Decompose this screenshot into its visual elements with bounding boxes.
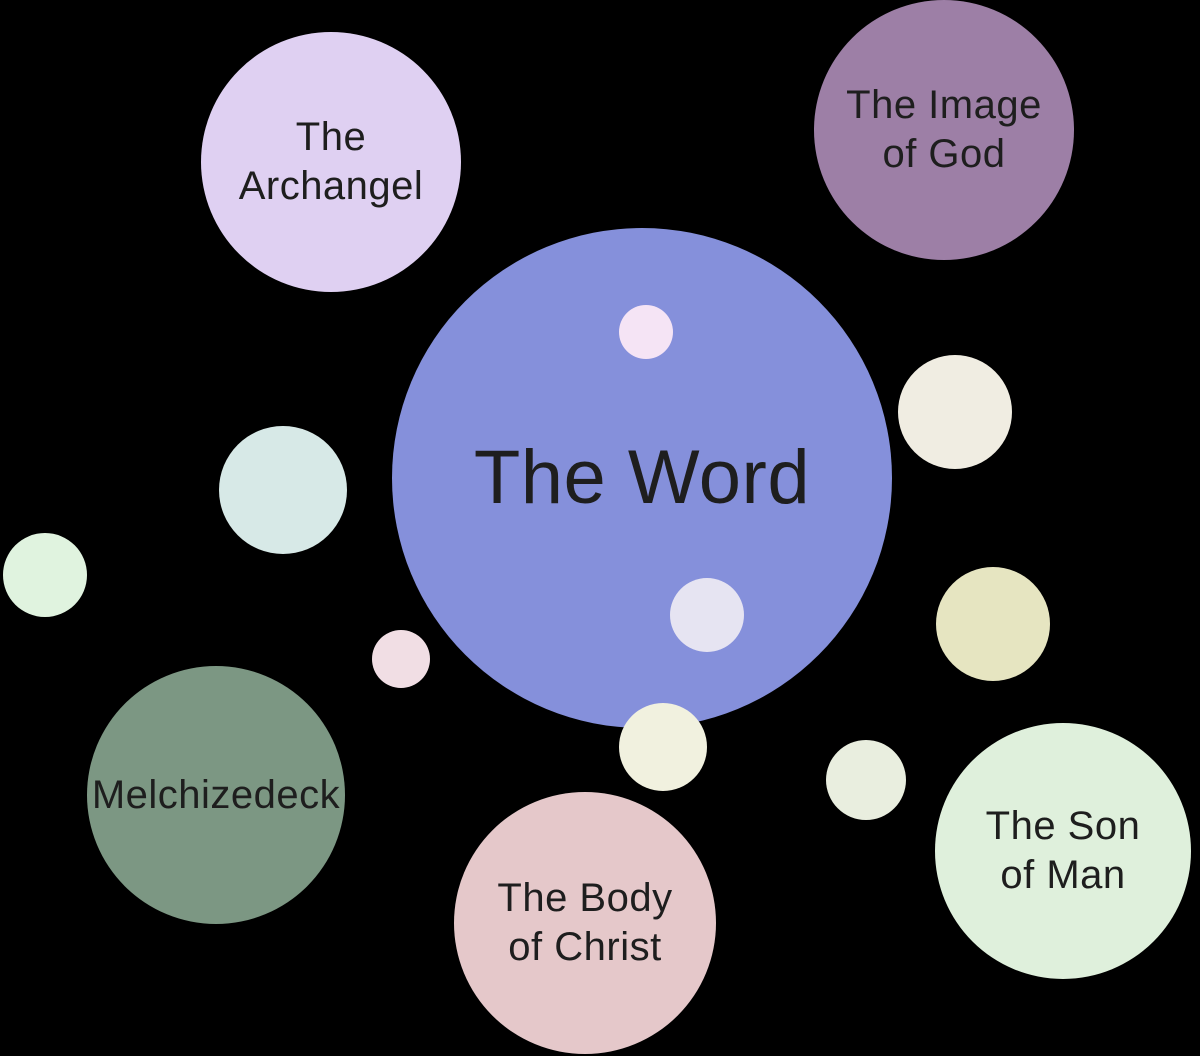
bubble-label: The Image of God: [846, 83, 1042, 176]
bubble-label: Melchizedeck: [91, 772, 341, 817]
bubble-dot-yellow-right: [936, 567, 1050, 681]
bubble-the-son-of-man: The Son of Man: [935, 723, 1191, 979]
bubble-label: The Word: [473, 434, 811, 520]
bubble-the-word: The Word: [392, 228, 892, 728]
bubble-dot-green-bottom: [826, 740, 906, 820]
bubble-dot-pink-left: [372, 630, 430, 688]
bubble-dot-below-word: [619, 703, 707, 791]
bubble-label: The Son of Man: [985, 804, 1141, 897]
bubble-label: The Archangel: [238, 115, 424, 208]
bubble-melchizedeck: Melchizedeck: [87, 666, 345, 924]
bubble-label: The Body of Christ: [497, 876, 673, 969]
bubble-inner-dot-lower: [670, 578, 744, 652]
bubble-dot-cream-right: [898, 355, 1012, 469]
bubble-inner-dot-top: [619, 305, 673, 359]
bubble-dot-mint-far-left: [3, 533, 87, 617]
bubble-the-body-of-christ: The Body of Christ: [454, 792, 716, 1054]
bubble-the-image-of-god: The Image of God: [814, 0, 1074, 260]
bubble-the-archangel: The Archangel: [201, 32, 461, 292]
bubble-dot-teal-left: [219, 426, 347, 554]
